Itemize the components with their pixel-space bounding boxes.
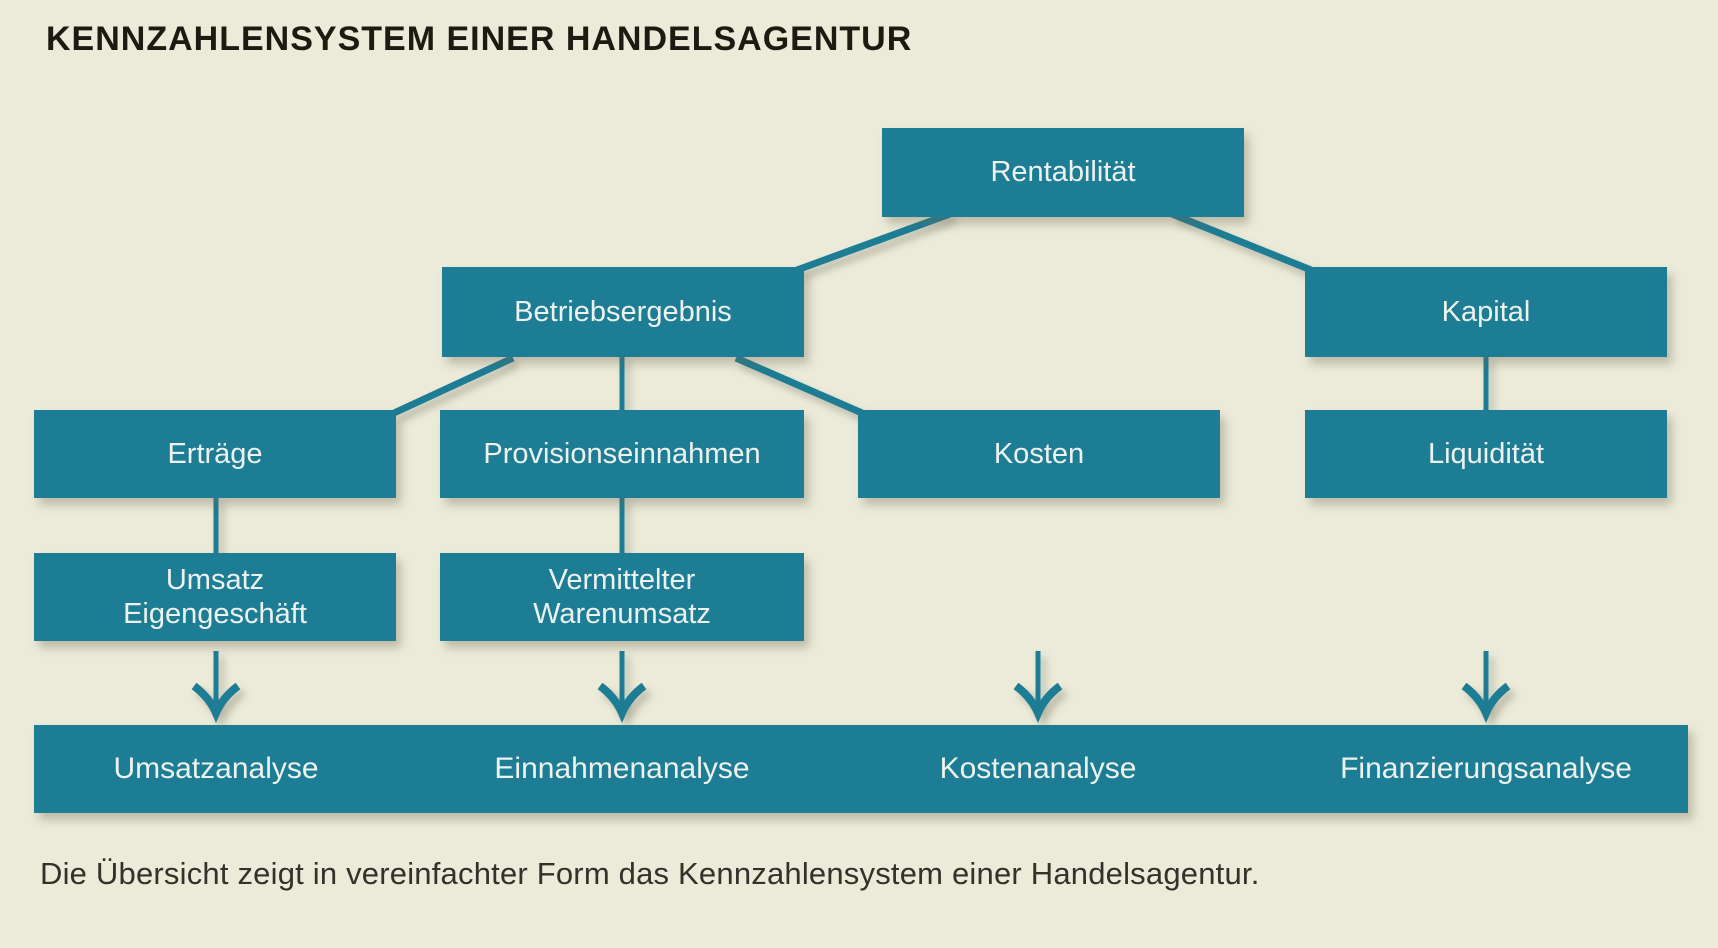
node-provisionseinnahmen-label: Provisionseinnahmen <box>483 437 761 470</box>
node-provisionseinnahmen: Provisionseinnahmen <box>440 410 804 498</box>
node-liquiditaet-label: Liquidität <box>1427 437 1545 470</box>
node-umsatz-eigengeschaeft: Umsatz Eigengeschäft <box>34 553 396 641</box>
node-kapital: Kapital <box>1305 267 1667 357</box>
down-arrow-finanzierungsanalyse <box>1461 651 1511 723</box>
connector-betriebsergebnis-kosten <box>734 354 864 417</box>
caption-text: Die Übersicht zeigt in vereinfachter For… <box>40 856 1260 891</box>
node-rentabilitaet-label: Rentabilität <box>990 156 1136 189</box>
analysis-label-finanzierungsanalyse: Finanzierungsanalyse <box>1340 752 1632 785</box>
node-betriebsergebnis: Betriebsergebnis <box>442 267 804 357</box>
analysis-label-kostenanalyse: Kostenanalyse <box>939 752 1137 785</box>
analysis-label-umsatzanalyse: Umsatzanalyse <box>113 752 319 785</box>
connector-rentabilitaet-kapital <box>1170 210 1313 274</box>
node-ertraege: Erträge <box>34 410 396 498</box>
node-kapital-label: Kapital <box>1441 295 1531 328</box>
node-vermittelter-warenumsatz-label: Vermittelter Warenumsatz <box>533 563 711 630</box>
down-arrow-kostenanalyse <box>1013 651 1063 723</box>
node-kosten: Kosten <box>858 410 1220 498</box>
node-ertraege-label: Erträge <box>167 437 263 470</box>
connector-betriebsergebnis-ertraege <box>392 354 515 417</box>
node-rentabilitaet: Rentabilität <box>882 128 1244 217</box>
analysis-label-einnahmenanalyse: Einnahmenanalyse <box>494 752 750 785</box>
connector-rentabilitaet-betriebsergebnis <box>795 210 952 274</box>
analysis-bar: Umsatzanalyse Einnahmenanalyse Kostenana… <box>34 725 1688 813</box>
node-vermittelter-warenumsatz: Vermittelter Warenumsatz <box>440 553 804 641</box>
node-betriebsergebnis-label: Betriebsergebnis <box>514 295 732 328</box>
node-kosten-label: Kosten <box>993 437 1085 470</box>
page-title: KENNZAHLENSYSTEM EINER HANDELSAGENTUR <box>46 20 913 58</box>
node-liquiditaet: Liquidität <box>1305 410 1667 498</box>
down-arrow-umsatzanalyse <box>191 651 241 723</box>
node-umsatz-eigengeschaeft-label: Umsatz Eigengeschäft <box>123 563 307 630</box>
down-arrow-einnahmenanalyse <box>597 651 647 723</box>
